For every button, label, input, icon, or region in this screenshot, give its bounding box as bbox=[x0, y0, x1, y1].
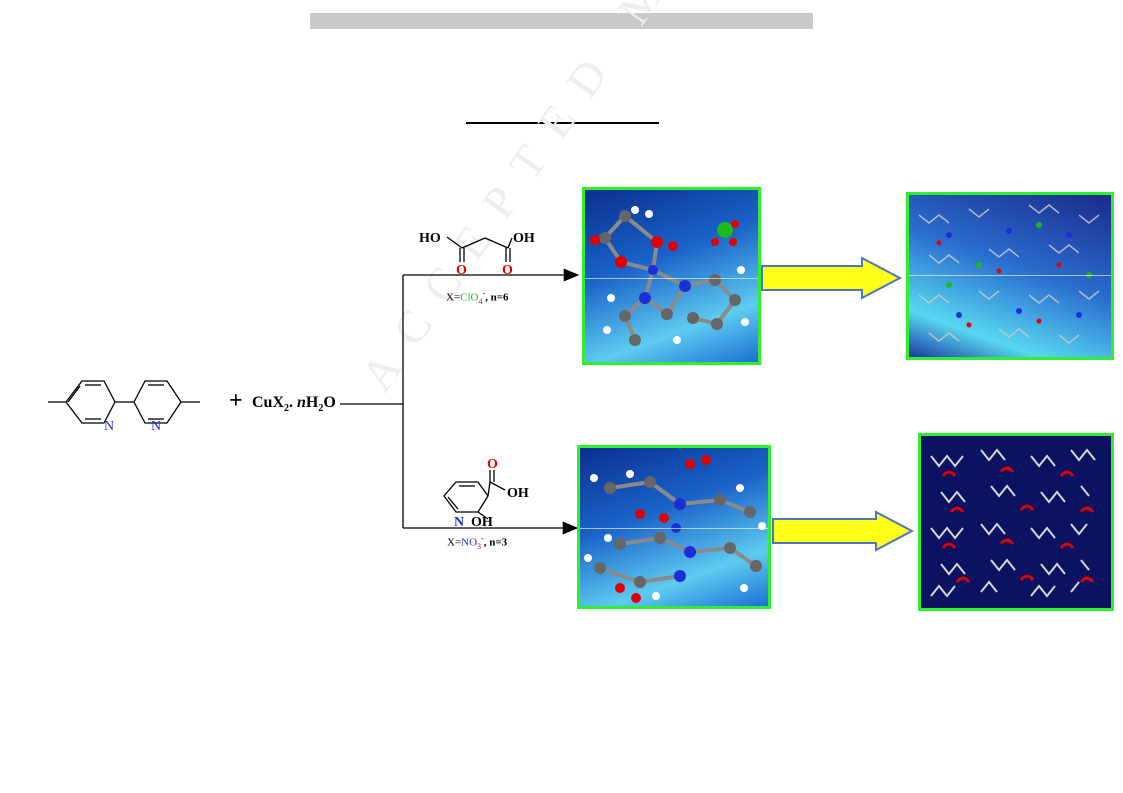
header-bar bbox=[310, 13, 813, 29]
ligand-n2-label: N bbox=[151, 419, 161, 434]
nicotinic-n-label: N bbox=[454, 515, 464, 530]
malonic-oh-label: OH bbox=[513, 231, 535, 246]
malonic-o1-label: O bbox=[456, 263, 467, 278]
bottom-complex-ball-stick bbox=[584, 455, 766, 603]
title-underline bbox=[466, 122, 659, 124]
plus-sign: + bbox=[229, 388, 243, 414]
copper-salt-formula: CuX2. nH2O bbox=[252, 394, 336, 415]
top-packing-lattice bbox=[918, 204, 1100, 344]
malonic-acid-structure bbox=[446, 236, 513, 262]
nicotinic-o-label: O bbox=[487, 457, 498, 472]
bottom-crystal-packing-image bbox=[918, 433, 1114, 611]
bottom-packing-arrow bbox=[772, 510, 915, 552]
malonic-ho-label: HO bbox=[419, 231, 441, 246]
bipyridine-ligand bbox=[48, 380, 200, 424]
top-complex-ball-stick bbox=[590, 206, 749, 346]
bottom-condition-label: X=NO3-, n=3 bbox=[447, 534, 508, 551]
ligand-n1-label: N bbox=[104, 419, 114, 434]
top-packing-arrow bbox=[761, 256, 903, 300]
top-complex-structure-image bbox=[582, 187, 761, 365]
bottom-complex-structure-image bbox=[577, 445, 771, 609]
nicotinic-oh-label: OH bbox=[471, 515, 493, 530]
malonic-o2-label: O bbox=[502, 263, 513, 278]
bottom-packing-lattice bbox=[930, 448, 1096, 598]
top-condition-label: X=ClO4-, n=6 bbox=[446, 289, 509, 306]
nicotinic-cooh-label: OH bbox=[507, 486, 529, 501]
top-crystal-packing-image bbox=[906, 192, 1114, 360]
hydroxynicotinic-acid-structure bbox=[443, 470, 506, 520]
